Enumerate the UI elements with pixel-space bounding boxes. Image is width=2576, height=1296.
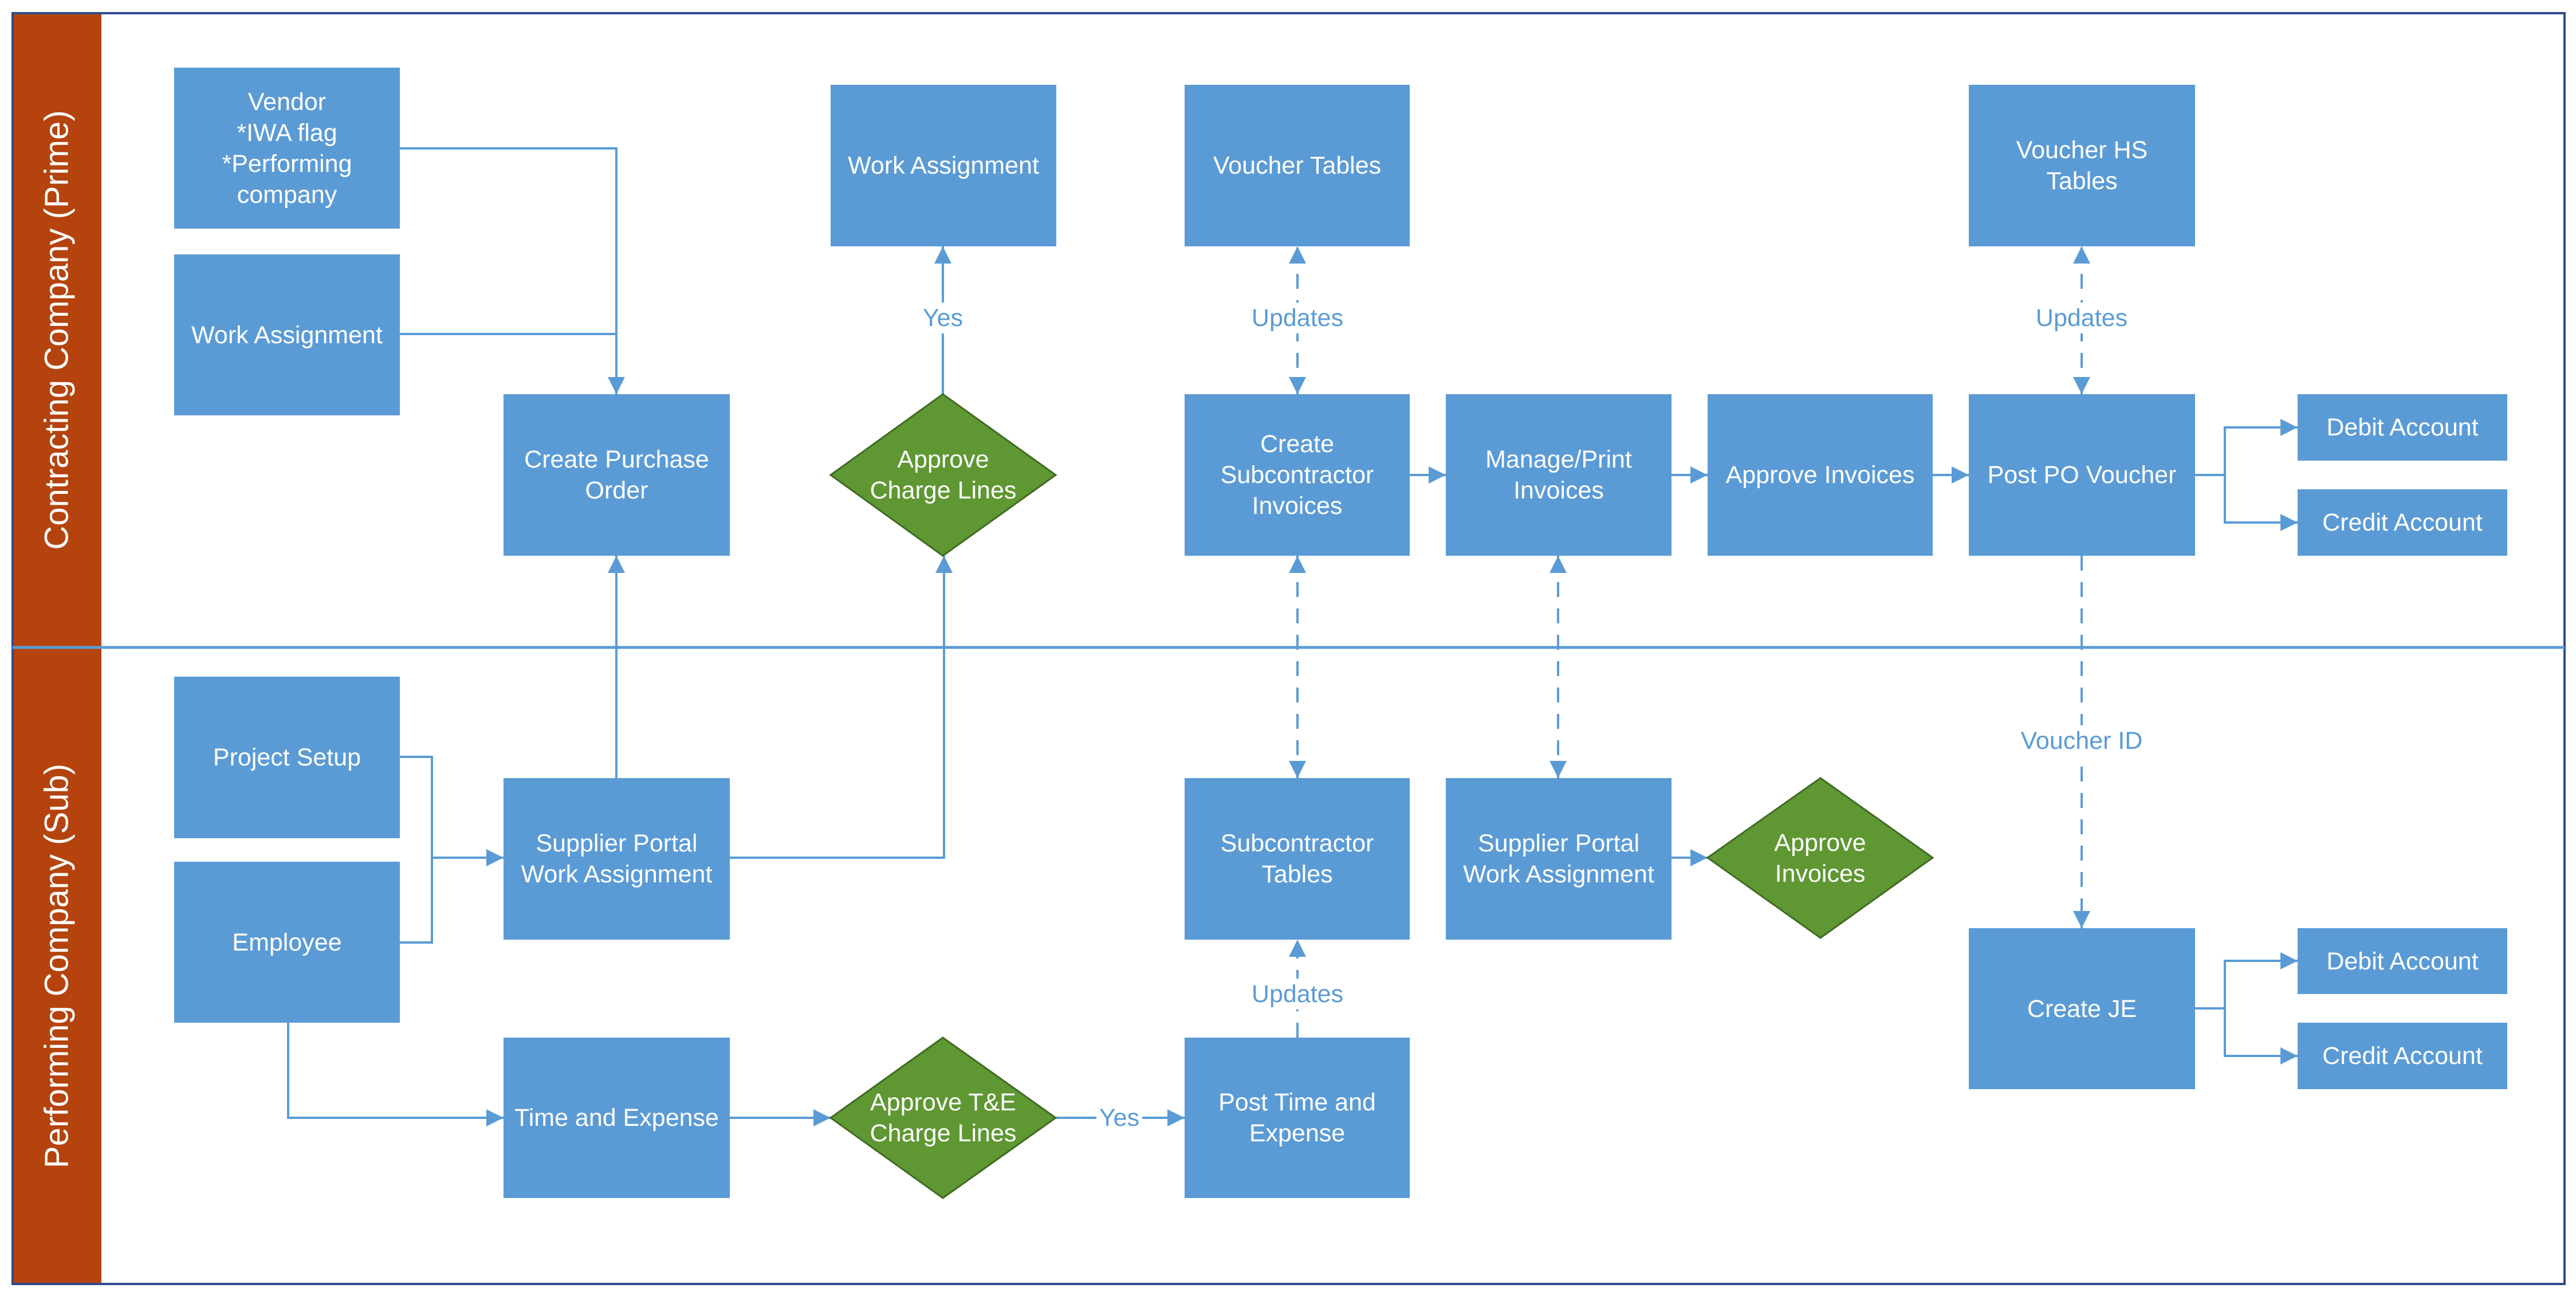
- edge-je-to-accounts: [2195, 960, 2298, 1057]
- edge-label-yes-top: Yes: [920, 303, 966, 333]
- edge-label-updates-sub: Updates: [1249, 979, 1346, 1010]
- node-supplier-portal-work-assignment-2[interactable]: Supplier Portal Work Assignment: [1446, 778, 1672, 940]
- edge-vendor-to-po: [400, 147, 625, 394]
- node-employee[interactable]: Employee: [174, 862, 400, 1023]
- node-debit-account-sub[interactable]: Debit Account: [2298, 928, 2507, 994]
- edge-post-to-accounts: [2195, 426, 2298, 524]
- node-work-assignment-prime[interactable]: Work Assignment: [174, 254, 400, 415]
- edge-setup-bracket: [400, 756, 433, 944]
- node-work-assignment-top[interactable]: Work Assignment: [831, 85, 1056, 246]
- lane-band-sub: [13, 647, 101, 1284]
- node-voucher-tables[interactable]: Voucher Tables: [1185, 85, 1410, 246]
- node-voucher-hs-tables[interactable]: Voucher HS Tables: [1969, 85, 2195, 246]
- node-post-po-voucher[interactable]: Post PO Voucher: [1969, 394, 2195, 556]
- edge-label-voucher-id: Voucher ID: [2019, 725, 2145, 756]
- edge-label-updates-voucher: Updates: [1249, 303, 1346, 333]
- edge-spwa-to-approve: [730, 556, 953, 859]
- decision-approve-charge-lines-label[interactable]: Approve Charge Lines: [870, 446, 1017, 504]
- node-post-time-and-expense[interactable]: Post Time and Expense: [1185, 1038, 1410, 1198]
- decision-approve-te-label[interactable]: Approve T&E Charge Lines: [870, 1089, 1017, 1147]
- edge-label-updates-hs: Updates: [2033, 303, 2130, 333]
- node-debit-account-prime[interactable]: Debit Account: [2298, 394, 2507, 461]
- decision-approve-charge-lines: [829, 393, 1057, 557]
- node-credit-account-sub[interactable]: Credit Account: [2298, 1023, 2507, 1089]
- node-time-and-expense[interactable]: Time and Expense: [504, 1038, 730, 1198]
- node-create-je[interactable]: Create JE: [1969, 928, 2195, 1089]
- lane-band-prime: [13, 13, 101, 647]
- node-approve-invoices-prime[interactable]: Approve Invoices: [1708, 394, 1933, 556]
- node-manage-print-invoices[interactable]: Manage/Print Invoices: [1446, 394, 1672, 556]
- decision-approve-te: [829, 1036, 1057, 1199]
- edge-employee-to-te: [287, 1023, 504, 1126]
- node-subcontractor-tables[interactable]: Subcontractor Tables: [1185, 778, 1410, 940]
- node-project-setup[interactable]: Project Setup: [174, 677, 400, 838]
- node-credit-account-prime[interactable]: Credit Account: [2298, 489, 2507, 556]
- decision-approve-invoices-sub-label[interactable]: Approve Invoices: [1774, 828, 1866, 887]
- node-create-subcontractor-invoices[interactable]: Create Subcontractor Invoices: [1185, 394, 1410, 556]
- node-supplier-portal-work-assignment-1[interactable]: Supplier Portal Work Assignment: [504, 778, 730, 940]
- node-vendor[interactable]: Vendor *IWA flag *Performing company: [174, 68, 400, 229]
- edge-label-yes-te: Yes: [1096, 1102, 1142, 1133]
- decision-approve-invoices-sub: [1706, 777, 1934, 939]
- node-create-purchase-order[interactable]: Create Purchase Order: [504, 394, 730, 556]
